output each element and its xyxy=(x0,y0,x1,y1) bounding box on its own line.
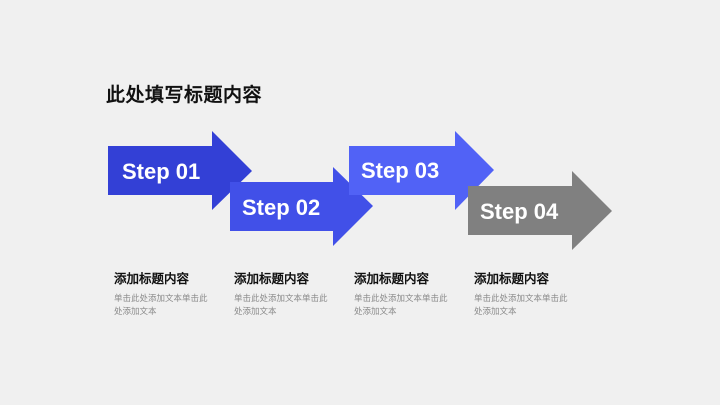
step-description-4: 添加标题内容 单击此处添加文本单击此处添加文本 xyxy=(474,270,594,319)
step-text: 单击此处添加文本单击此处添加文本 xyxy=(234,294,328,317)
step-label: Step 01 xyxy=(122,159,200,184)
step-text: 单击此处添加文本单击此处添加文本 xyxy=(114,294,208,317)
step-arrow-1[interactable]: Step 01 xyxy=(108,131,252,210)
step-label: Step 04 xyxy=(480,199,559,224)
step-title: 添加标题内容 xyxy=(114,271,190,286)
step-arrow-3[interactable]: Step 03 xyxy=(349,131,494,210)
step-arrow-4[interactable]: Step 04 xyxy=(468,171,612,250)
step-title: 添加标题内容 xyxy=(354,271,430,286)
step-title: 添加标题内容 xyxy=(234,271,310,286)
step-description-2: 添加标题内容 单击此处添加文本单击此处添加文本 xyxy=(234,270,354,319)
step-description-3: 添加标题内容 单击此处添加文本单击此处添加文本 xyxy=(354,270,474,319)
step-title: 添加标题内容 xyxy=(474,271,550,286)
step-text: 单击此处添加文本单击此处添加文本 xyxy=(474,294,568,317)
step-label: Step 02 xyxy=(242,195,320,220)
step-description-1: 添加标题内容 单击此处添加文本单击此处添加文本 xyxy=(114,270,234,319)
page-title: 此处填写标题内容 xyxy=(106,84,263,106)
step-text: 单击此处添加文本单击此处添加文本 xyxy=(354,294,448,317)
step-arrow-2[interactable]: Step 02 xyxy=(230,167,373,246)
step-label: Step 03 xyxy=(361,158,439,183)
